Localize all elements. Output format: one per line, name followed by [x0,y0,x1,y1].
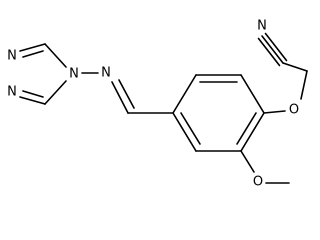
triazole-bond-c3-n4 [44,80,67,105]
atom-label-imine-n: N [101,66,111,81]
atom-label-ether-o: O [289,103,299,118]
ring-bond-c6-c1 [240,112,265,152]
atom-label-triazole-n4: N [69,67,79,82]
benzene-ring [172,74,265,152]
ring-double-bond-inner-3 [236,112,257,145]
atom-label-nitrile-n: N [257,19,267,34]
ch2-oxygen-bond [300,70,308,100]
ring-bond-c4-c5 [172,112,197,152]
triazole-bond-c5-n1 [19,43,46,52]
ring-bond-c3-c4 [172,74,197,114]
nitrile-triple-bond [257,32,288,67]
molecule-drawing: N O O N N N N [7,19,308,190]
nitrile-ch2-bond [282,62,308,72]
triazole-double-bond-n2-c3 [22,90,44,98]
ring-double-bond-inner-2 [180,112,201,145]
atom-label-methoxy-o: O [253,175,263,190]
ring-bond-c1-c2 [240,74,265,114]
imine-double-bond [111,79,135,114]
ring-methoxy-oxygen-bond [240,150,255,173]
oxygen-ring-bond [263,110,286,114]
atom-label-triazole-n1: N [7,49,17,64]
triazole-bond-n2-c3 [19,96,46,105]
triazole-bond-n4-c5 [44,43,67,68]
triazole-double-bond-c5-n1 [22,50,44,58]
chemical-structure-diagram: N O O N N N N [7,18,308,190]
atom-label-triazole-n2: N [7,85,17,100]
triazole-ring [19,43,67,105]
